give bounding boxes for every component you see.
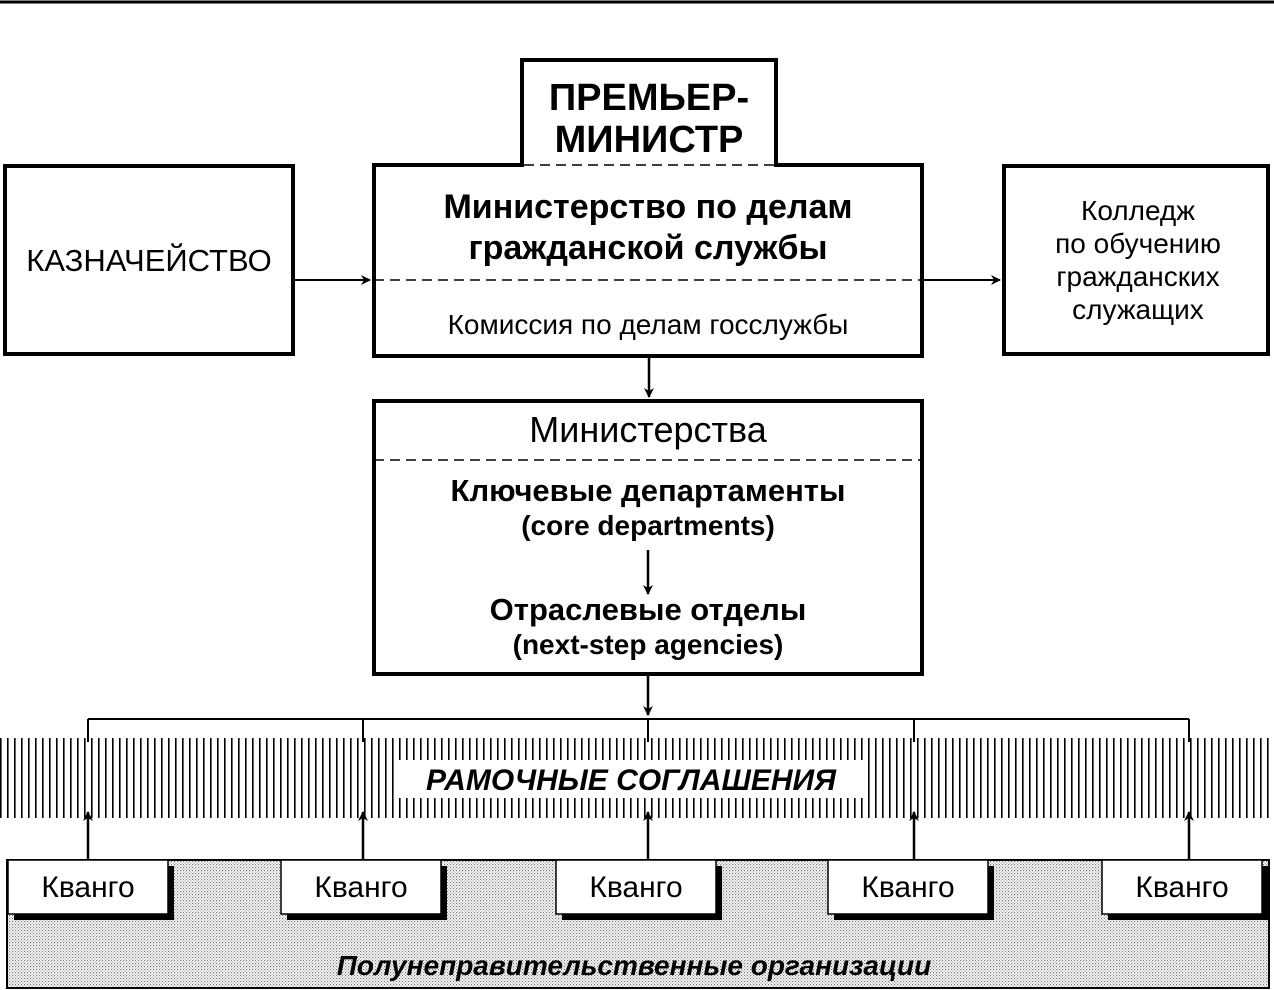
core-departments-line2: (core departments) bbox=[521, 510, 775, 541]
quango-label: Кванго bbox=[861, 871, 954, 904]
civil-service-ministry-box: Министерство по делам гражданской службы… bbox=[372, 162, 924, 358]
commission-label: Комиссия по делам госслужбы bbox=[448, 309, 849, 340]
quango-box: Кванго bbox=[827, 859, 994, 920]
quango-arrows bbox=[83, 811, 1194, 860]
quango-box: Кванго bbox=[555, 859, 722, 920]
prime-minister-line2: МИНИСТР bbox=[555, 119, 744, 161]
civil-service-ministry-line1: Министерство по делам bbox=[443, 188, 852, 226]
college-line2: по обучению bbox=[1055, 228, 1221, 259]
quango-label: Кванго bbox=[314, 871, 407, 904]
college-line1: Колледж bbox=[1081, 195, 1195, 226]
semi-government-label: Полунеправительственные организации bbox=[337, 950, 932, 981]
framework-label: РАМОЧНЫЕ СОГЛАШЕНИЯ bbox=[426, 764, 837, 797]
quango-label: Кванго bbox=[589, 871, 682, 904]
prime-minister-box: ПРЕМЬЕР- МИНИСТР bbox=[520, 58, 778, 172]
agencies-line2: (next-step agencies) bbox=[513, 629, 784, 660]
college-box: Колледж по обучению гражданских служащих bbox=[1002, 164, 1270, 356]
treasury-box: КАЗНАЧЕЙСТВО bbox=[3, 164, 295, 356]
college-line3: гражданских bbox=[1056, 261, 1219, 292]
civil-service-ministry-line2: гражданской службы bbox=[468, 229, 827, 267]
core-departments-line1: Ключевые департаменты bbox=[451, 473, 846, 508]
quango-box: Кванго bbox=[280, 859, 447, 920]
ministries-box: Министерства Ключевые департаменты (core… bbox=[372, 399, 924, 676]
quango-label: Кванго bbox=[41, 871, 134, 904]
quango-box: Кванго bbox=[7, 859, 174, 920]
agencies-line1: Отраслевые отделы bbox=[490, 592, 807, 627]
quango-label: Кванго bbox=[1135, 871, 1228, 904]
framework-band: РАМОЧНЫЕ СОГЛАШЕНИЯ bbox=[0, 738, 1274, 818]
treasury-label: КАЗНАЧЕЙСТВО bbox=[26, 242, 271, 278]
prime-minister-line1: ПРЕМЬЕР- bbox=[549, 77, 749, 119]
ministries-title: Министерства bbox=[529, 409, 767, 450]
quango-box: Кванго bbox=[1101, 859, 1268, 920]
distribution-bracket bbox=[87, 718, 1190, 742]
college-line4: служащих bbox=[1072, 294, 1204, 325]
